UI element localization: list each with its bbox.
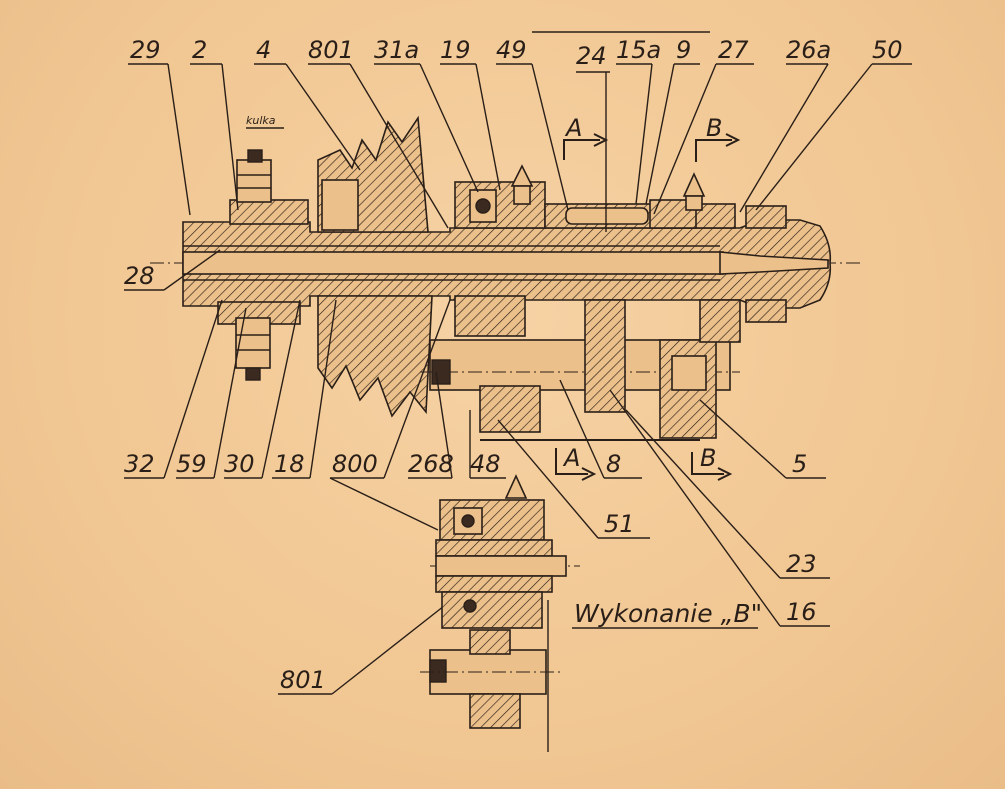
callout-49: 49 bbox=[496, 36, 527, 64]
callout-19: 19 bbox=[440, 36, 471, 64]
gear-bottom-left bbox=[479, 385, 541, 433]
callout-50: 50 bbox=[872, 36, 903, 64]
pulley-lower bbox=[317, 295, 433, 418]
callout-27: 27 bbox=[718, 36, 749, 64]
section-markers bbox=[555, 133, 741, 481]
callout-48: 48 bbox=[470, 450, 501, 478]
section-mark-b-bottom: B bbox=[700, 444, 716, 472]
detail-title: Wykonanie „B" bbox=[574, 599, 762, 628]
shaft-nut-left bbox=[431, 359, 451, 385]
section-mark-b-top: B bbox=[706, 114, 722, 142]
callout-800: 800 bbox=[332, 450, 378, 478]
window-slot bbox=[565, 207, 649, 225]
detail-shaft-bottom bbox=[435, 575, 553, 593]
callout-29: 29 bbox=[130, 36, 161, 64]
callout-16: 16 bbox=[786, 598, 817, 626]
oiler-right bbox=[682, 172, 706, 197]
callout-2: 2 bbox=[192, 36, 207, 64]
callout-24: 24 bbox=[576, 42, 607, 70]
pulley-hub-top bbox=[321, 179, 359, 231]
gear-housing-left bbox=[454, 295, 526, 337]
section-mark-a-bottom: A bbox=[562, 444, 580, 472]
spindle-bore bbox=[182, 251, 724, 275]
detail-bore bbox=[435, 555, 567, 577]
detail-shaft-top bbox=[435, 539, 553, 557]
leader-lines bbox=[124, 31, 912, 695]
bearing-top bbox=[469, 189, 497, 223]
callout-4: 4 bbox=[256, 36, 271, 64]
main-section-view bbox=[150, 115, 860, 441]
end-cap-bottom bbox=[745, 299, 787, 323]
callout-8: 8 bbox=[606, 450, 621, 478]
callout-268: 268 bbox=[408, 450, 454, 478]
bolt-head-bottom bbox=[235, 317, 271, 369]
callout-28: 28 bbox=[124, 262, 155, 290]
detail-gear-bottom bbox=[469, 693, 521, 729]
detail-callout-801: 801 bbox=[280, 666, 326, 694]
callout-32: 32 bbox=[124, 450, 155, 478]
callout-9: 9 bbox=[676, 36, 691, 64]
callout-31a: 31a bbox=[374, 36, 419, 64]
callout-15a: 15a bbox=[616, 36, 661, 64]
detail-bearing-bottom bbox=[441, 591, 543, 629]
end-cap-top bbox=[745, 205, 787, 229]
bolt-head-top bbox=[236, 159, 272, 203]
oiler-left bbox=[510, 164, 534, 187]
kulka-label: kulka bbox=[246, 114, 276, 127]
callout-labels: 29 2 4 801 31a 19 49 24 15a 9 27 26a 50 … bbox=[124, 36, 903, 694]
callout-18: 18 bbox=[274, 450, 305, 478]
section-mark-a-top: A bbox=[564, 114, 582, 142]
callout-30: 30 bbox=[224, 450, 255, 478]
callout-23: 23 bbox=[786, 550, 817, 578]
collet-taper bbox=[719, 251, 829, 275]
callout-5: 5 bbox=[792, 450, 807, 478]
gear-center bbox=[584, 299, 626, 413]
clamp-block-top bbox=[229, 199, 309, 225]
callout-801: 801 bbox=[308, 36, 354, 64]
callout-59: 59 bbox=[176, 450, 207, 478]
bracket-right bbox=[699, 299, 741, 343]
detail-view-b bbox=[420, 474, 580, 752]
callout-26a: 26a bbox=[786, 36, 831, 64]
callout-51: 51 bbox=[604, 510, 635, 538]
detail-oiler bbox=[504, 474, 528, 499]
